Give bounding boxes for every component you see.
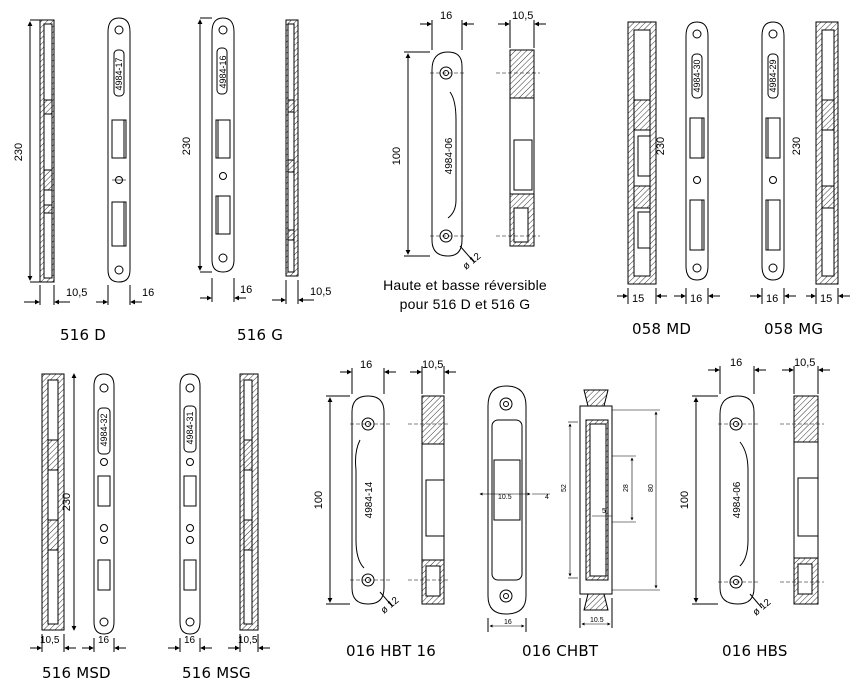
caption-reversible-line1: Haute et basse réversible bbox=[383, 277, 547, 293]
drawing-516-msg: 4984-31 16 10,5 bbox=[168, 373, 270, 652]
caption-016-hbs: 016 HBS bbox=[722, 642, 788, 660]
dim-16-016-hbt16: 16 bbox=[360, 359, 372, 371]
part-code-516-msg: 4984-31 bbox=[185, 411, 195, 444]
front-plate-058-md bbox=[674, 21, 720, 304]
caption-058-md: 058 MD bbox=[632, 320, 692, 338]
caption-516-g: 516 G bbox=[237, 326, 284, 344]
side-profile-058-md bbox=[617, 21, 667, 304]
dim-230-058-md: 230 bbox=[655, 137, 667, 155]
side-profile-058-mg bbox=[806, 21, 850, 304]
drawing-516-msd: 10,5 230 4984-32 16 bbox=[30, 373, 126, 652]
dim-dia12-reversible: ø 12 bbox=[461, 251, 484, 273]
front-plate-016-chbt bbox=[479, 385, 550, 632]
part-code-516-d: 4984-17 bbox=[114, 57, 124, 90]
dim-10-5-516-d: 10,5 bbox=[66, 287, 87, 299]
drawing-058-md: 15 4984-30 16 230 bbox=[617, 21, 720, 305]
dim-100-016-hbt16: 100 bbox=[313, 491, 325, 509]
drawing-516-g: 230 4984-16 16 10,5 bbox=[181, 17, 331, 304]
dim-10-5-016-chbt: 10.5 bbox=[498, 494, 512, 501]
front-plate-058-mg bbox=[750, 21, 796, 304]
side-profile-reversible bbox=[496, 20, 546, 247]
dim-230-516-msd: 230 bbox=[61, 493, 73, 511]
dim-230-516-d: 230 bbox=[13, 143, 25, 161]
dim-10-5-reversible: 10,5 bbox=[512, 10, 533, 22]
front-plate-516-g bbox=[197, 17, 246, 302]
side-profile-516-g bbox=[272, 19, 314, 304]
dim-10-5-516-g: 10,5 bbox=[310, 286, 331, 298]
caption-516-msd: 516 MSD bbox=[42, 664, 111, 682]
dim-5-016-chbt: 5 bbox=[602, 508, 606, 515]
front-plate-516-d bbox=[96, 17, 142, 305]
caption-058-mg: 058 MG bbox=[764, 320, 824, 338]
caption-516-msg: 516 MSG bbox=[182, 664, 251, 682]
dim-100-016-hbs: 100 bbox=[679, 491, 691, 509]
caption-reversible: Haute et basse réversible pour 516 D et … bbox=[360, 276, 570, 314]
dim-100-reversible: 100 bbox=[391, 147, 403, 165]
drawing-reversible: 16 100 4984-06 ø 12 10,5 bbox=[391, 10, 546, 272]
dim-dia12-016-hbs: ø 12 bbox=[751, 597, 774, 619]
drawing-516-d: 230 10,5 4984-17 16 bbox=[13, 17, 154, 305]
drawing-016-hbt16: 16 100 4984-14 ø 12 10,5 bbox=[313, 359, 456, 616]
part-code-058-mg: 4984-29 bbox=[768, 59, 778, 92]
dim-16-016-hbs: 16 bbox=[730, 357, 742, 369]
side-profile-516-msd bbox=[30, 373, 77, 652]
dim-10-5-516-msd: 10,5 bbox=[40, 635, 60, 646]
front-plate-516-msg bbox=[168, 373, 212, 652]
dim-16-058-md: 16 bbox=[690, 293, 702, 305]
dim-16-reversible: 16 bbox=[440, 10, 452, 22]
dim-80-016-chbt: 80 bbox=[648, 484, 655, 492]
part-code-516-g: 4984-16 bbox=[218, 55, 228, 88]
dim-16-058-mg: 16 bbox=[766, 293, 778, 305]
part-code-516-msd: 4984-32 bbox=[99, 413, 109, 446]
side-profile-516-d bbox=[24, 19, 70, 305]
side-profile-516-msg bbox=[228, 373, 270, 652]
dim-16-516-msg: 16 bbox=[184, 635, 196, 646]
part-code-016-hbs: 4984-06 bbox=[732, 481, 743, 518]
front-plate-516-msd bbox=[82, 373, 126, 652]
dim-16-016-chbt: 16 bbox=[504, 619, 512, 626]
dim-10-5-016-chbt-side: 10.5 bbox=[590, 617, 604, 624]
dim-15-058-md: 15 bbox=[632, 293, 644, 305]
caption-516-d: 516 D bbox=[60, 326, 106, 344]
front-plate-016-hbs bbox=[692, 366, 766, 609]
dim-10-5-516-msg: 10,5 bbox=[238, 635, 258, 646]
side-profile-016-hbt16 bbox=[408, 366, 456, 605]
dim-4-016-chbt: 4 bbox=[545, 494, 549, 501]
side-profile-016-hbs bbox=[780, 366, 830, 605]
dim-15-058-mg: 15 bbox=[820, 293, 832, 305]
dim-16-516-d: 16 bbox=[142, 287, 154, 299]
dim-230-516-g: 230 bbox=[181, 137, 193, 155]
dim-16-516-msd: 16 bbox=[98, 635, 110, 646]
front-plate-reversible bbox=[404, 20, 475, 263]
part-code-reversible: 4984-06 bbox=[444, 137, 455, 174]
dim-dia12-016-hbt16: ø 12 bbox=[379, 595, 402, 617]
dim-230-058-mg: 230 bbox=[791, 137, 803, 155]
caption-016-hbt16: 016 HBT 16 bbox=[346, 642, 436, 660]
drawing-058-mg: 4984-29 16 230 15 bbox=[750, 21, 850, 305]
drawing-016-hbs: 16 100 4984-06 ø 12 10,5 bbox=[679, 357, 830, 618]
dim-52-016-chbt: 52 bbox=[561, 484, 568, 492]
caption-016-chbt: 016 CHBT bbox=[522, 642, 599, 660]
drawing-016-chbt: 10.5 4 16 52 28 80 5 10.5 bbox=[479, 385, 660, 632]
dim-10-5-016-hbt16: 10,5 bbox=[422, 359, 443, 371]
dim-16-516-g: 16 bbox=[240, 284, 252, 296]
caption-reversible-line2: pour 516 D et 516 G bbox=[399, 296, 531, 312]
side-profile-016-chbt bbox=[568, 389, 660, 628]
dim-10-5-016-hbs: 10,5 bbox=[794, 357, 815, 369]
part-code-016-hbt16: 4984-14 bbox=[364, 481, 375, 518]
front-plate-016-hbt16 bbox=[326, 368, 396, 607]
dim-28-016-chbt: 28 bbox=[623, 484, 630, 492]
part-code-058-md: 4984-30 bbox=[692, 59, 702, 92]
